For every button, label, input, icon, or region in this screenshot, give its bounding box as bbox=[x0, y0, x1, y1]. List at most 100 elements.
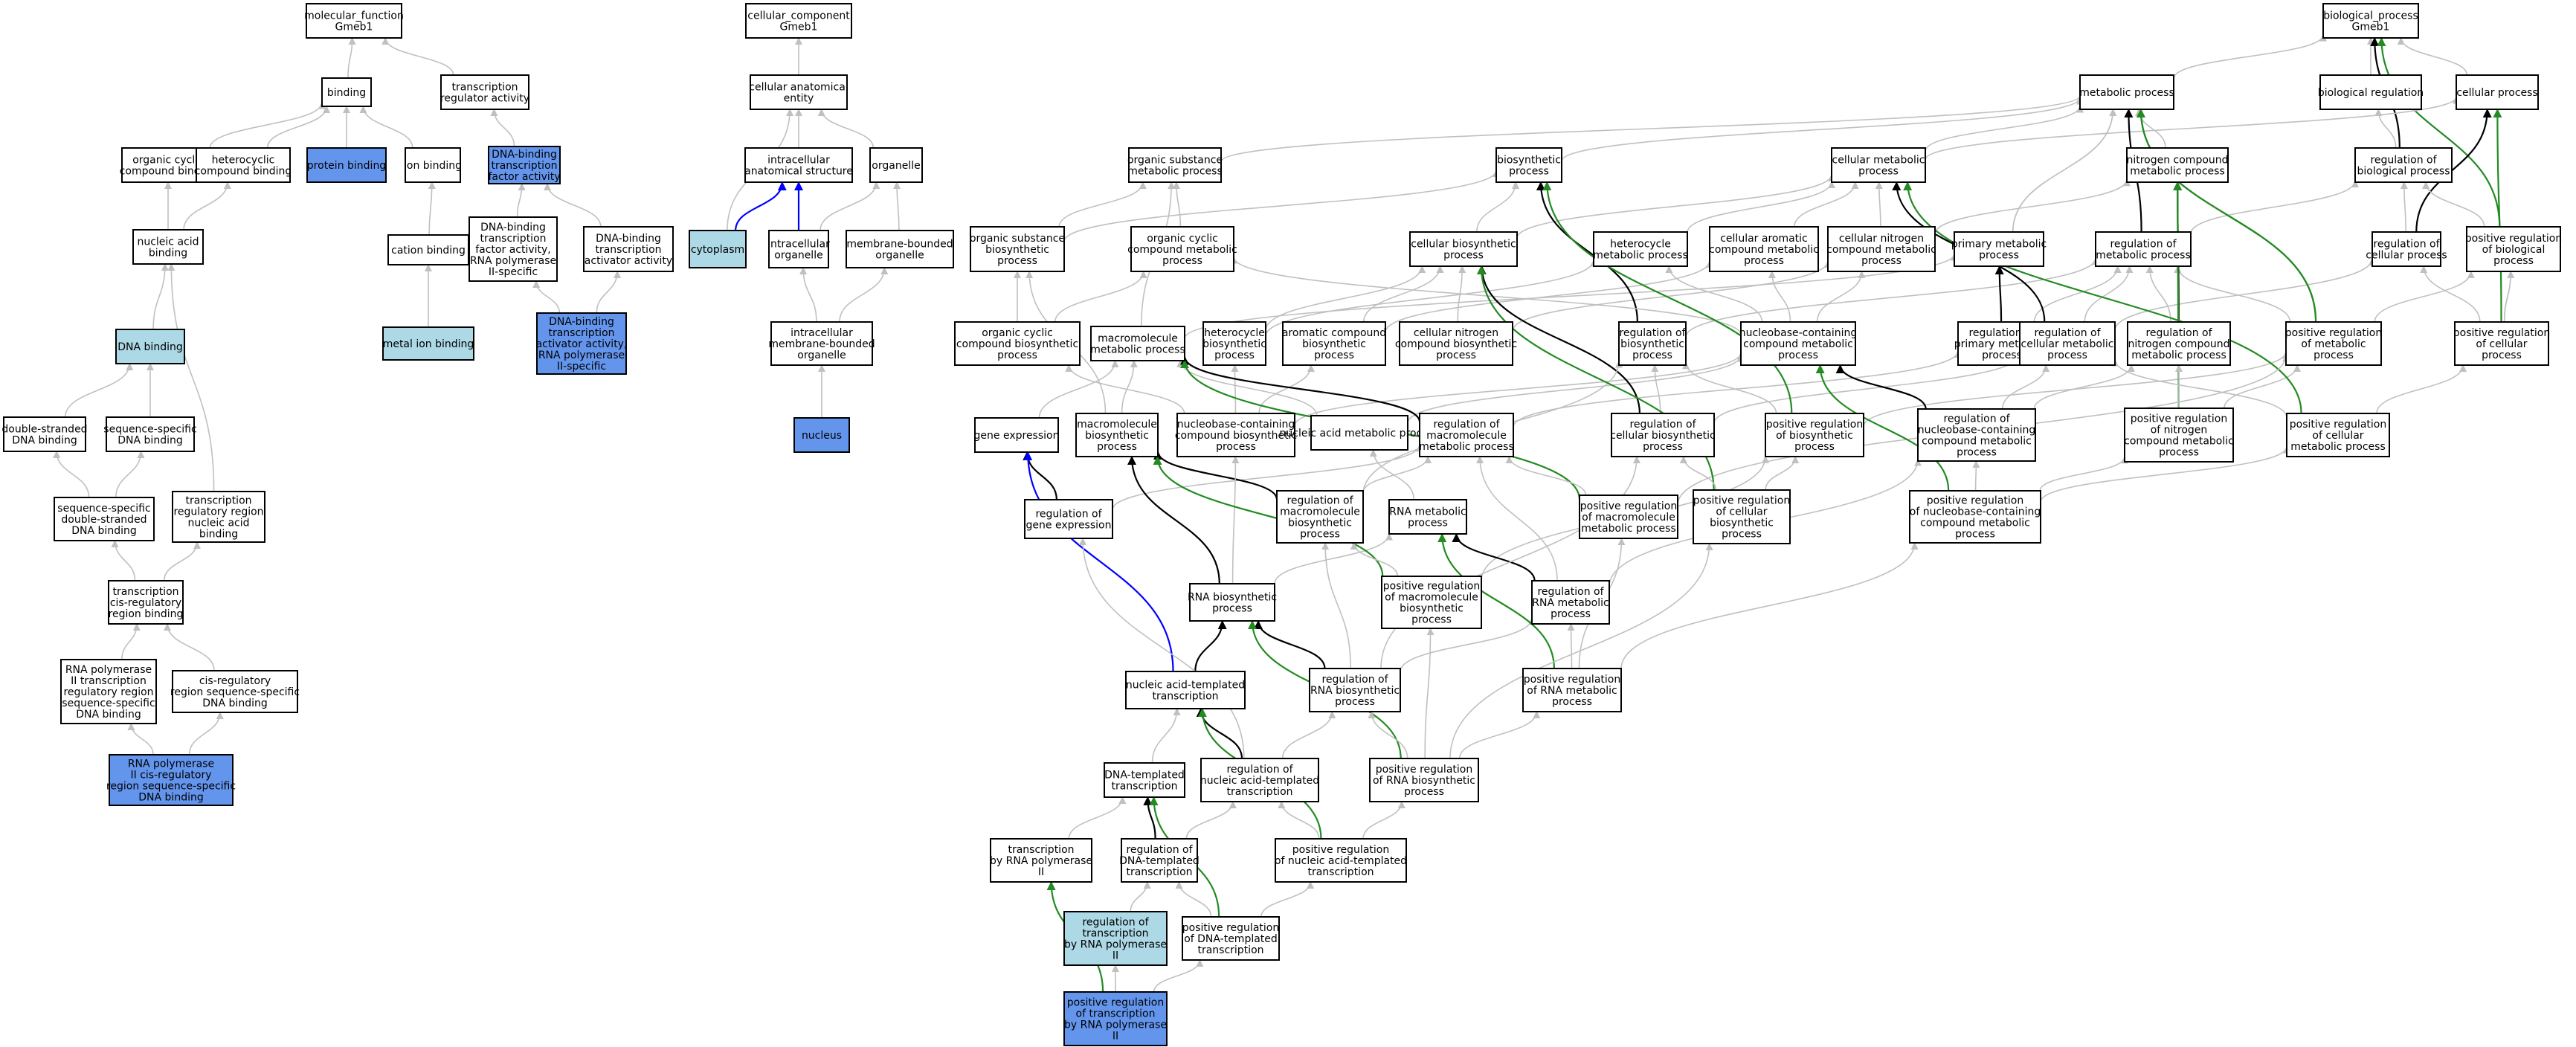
edge-prrnabp-to-prcbp bbox=[1449, 543, 1713, 759]
term-node-biological-regulation[interactable]: biological regulation bbox=[2318, 74, 2424, 110]
term-box bbox=[1024, 499, 1113, 539]
term-node-cellular-process[interactable]: cellular process bbox=[2456, 74, 2539, 110]
edge-rp2crr-to-crrssdb bbox=[188, 712, 224, 756]
term-node-binding[interactable]: binding bbox=[321, 77, 372, 107]
term-node-protein-binding[interactable]: protein binding bbox=[306, 147, 387, 183]
edge-nbcmp-to-cacmp bbox=[1768, 271, 1791, 323]
term-node-dna-binding[interactable]: DNA binding bbox=[115, 329, 185, 364]
term-node-regulation-of-macromolecule-biosynthetic-process[interactable]: regulation ofmacromoleculebiosyntheticpr… bbox=[1276, 490, 1364, 544]
term-node-nucleic-acid-metabolic-process[interactable]: nucleic acid metabolic process bbox=[1280, 415, 1440, 451]
term-node-metabolic-process[interactable]: metabolic process bbox=[2079, 74, 2174, 110]
term-node-nucleus[interactable]: nucleus bbox=[793, 417, 850, 453]
term-node-regulation-of-nucleobase-containing-compound-metabolic-process[interactable]: regulation ofnucleobase-containingcompou… bbox=[1917, 408, 2036, 462]
edge-dbtaa-to-dbtfa bbox=[544, 183, 602, 228]
term-node-ion-binding[interactable]: ion binding bbox=[404, 147, 462, 183]
term-node-metal-ion-binding[interactable]: metal ion binding bbox=[382, 326, 474, 361]
term-label-line: metabolic process bbox=[1127, 166, 1223, 178]
term-node-cation-binding[interactable]: cation binding bbox=[387, 234, 469, 265]
term-node-organelle[interactable]: organelle bbox=[869, 147, 923, 183]
term-box bbox=[306, 3, 402, 39]
term-node-gene-expression[interactable]: gene expression bbox=[974, 417, 1060, 453]
term-node-cytoplasm[interactable]: cytoplasm bbox=[689, 230, 747, 268]
